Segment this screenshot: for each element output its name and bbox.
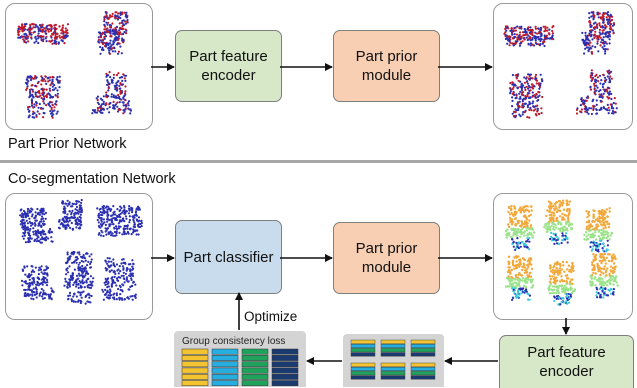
feature-tile-bar bbox=[410, 375, 436, 380]
loss-feature-bar bbox=[181, 373, 209, 380]
encoder-label-line1: Part feature bbox=[527, 344, 606, 361]
loss-feature-bar bbox=[241, 373, 269, 380]
loss-feature-bar bbox=[211, 348, 239, 355]
part-features-grid-panel bbox=[343, 334, 444, 387]
input-point-clouds-image bbox=[16, 11, 132, 119]
loss-feature-bar bbox=[241, 355, 269, 361]
section-divider bbox=[0, 160, 637, 163]
prior-label-line2: module bbox=[361, 259, 412, 276]
feature-tile-bar bbox=[380, 367, 406, 372]
feature-tile-bar bbox=[380, 352, 406, 357]
co-segmentation-network-caption: Co-segmentation Network bbox=[8, 171, 176, 187]
input-chairs-panel bbox=[5, 193, 153, 320]
feature-tile-bar bbox=[410, 339, 436, 344]
encoder-label-line2: encoder bbox=[539, 363, 594, 380]
part-prior-network-caption: Part Prior Network bbox=[8, 136, 127, 152]
loss-feature-bar bbox=[181, 355, 209, 361]
feature-tile-bar bbox=[350, 375, 376, 380]
feature-tile-bar bbox=[410, 367, 436, 372]
prior-label-line1: Part prior bbox=[355, 240, 418, 257]
feature-tile-bar bbox=[410, 352, 436, 357]
feature-tile-bar bbox=[410, 343, 436, 348]
prior-label-line1: Part prior bbox=[355, 48, 418, 65]
feature-tile-bar bbox=[380, 348, 406, 353]
loss-feature-bar bbox=[241, 367, 269, 374]
feature-tile-bar bbox=[350, 352, 376, 357]
loss-feature-bar bbox=[181, 380, 209, 387]
input-chairs-image bbox=[19, 198, 143, 305]
encoder-label-line1: Part feature bbox=[189, 48, 268, 65]
loss-feature-bar bbox=[271, 373, 299, 380]
classifier-label: Part classifier bbox=[183, 248, 274, 266]
segmented-chairs-panel bbox=[493, 193, 633, 320]
loss-feature-bar bbox=[211, 380, 239, 387]
loss-feature-bar bbox=[271, 348, 299, 355]
part-classifier-box: Part classifier bbox=[175, 220, 282, 294]
part-prior-module-box-bottom: Part prior module bbox=[333, 222, 440, 294]
feature-tile-bar bbox=[410, 371, 436, 376]
loss-feature-bar bbox=[211, 361, 239, 368]
feature-tile-bar bbox=[380, 371, 406, 376]
loss-feature-bar bbox=[271, 380, 299, 387]
loss-feature-bar bbox=[241, 348, 269, 355]
part-feature-tiles bbox=[350, 339, 436, 380]
prior-label-line2: module bbox=[361, 67, 412, 84]
loss-feature-bar bbox=[211, 367, 239, 374]
feature-tile-bar bbox=[350, 362, 376, 367]
part-prior-module-box-top: Part prior module bbox=[333, 30, 440, 102]
loss-feature-bar bbox=[181, 361, 209, 368]
loss-feature-bar bbox=[181, 367, 209, 374]
feature-tile-bar bbox=[380, 362, 406, 367]
loss-feature-bar bbox=[271, 367, 299, 374]
feature-tile-bar bbox=[350, 348, 376, 353]
feature-tile-bar bbox=[380, 343, 406, 348]
feature-tile-bar bbox=[380, 339, 406, 344]
output-point-clouds-image bbox=[503, 10, 618, 119]
feature-tile-bar bbox=[350, 339, 376, 344]
segmented-chairs-image bbox=[504, 199, 619, 306]
loss-feature-bar bbox=[211, 373, 239, 380]
feature-tile-bar bbox=[350, 371, 376, 376]
loss-feature-bar bbox=[271, 355, 299, 361]
optimize-label: Optimize bbox=[244, 309, 298, 324]
feature-tile-bar bbox=[350, 343, 376, 348]
loss-feature-bar bbox=[181, 348, 209, 355]
part-feature-encoder-box-bottom: Part feature encoder bbox=[499, 335, 634, 388]
input-shapes-panel bbox=[5, 3, 153, 130]
output-shapes-panel bbox=[493, 3, 633, 130]
group-consistency-loss-title: Group consistency loss bbox=[182, 336, 286, 347]
loss-feature-bar bbox=[271, 361, 299, 368]
feature-tile-bar bbox=[410, 362, 436, 367]
loss-feature-bar bbox=[241, 361, 269, 368]
loss-feature-bar bbox=[241, 380, 269, 387]
feature-tile-bar bbox=[380, 375, 406, 380]
feature-tile-bar bbox=[410, 348, 436, 353]
part-feature-encoder-box-top: Part feature encoder bbox=[175, 30, 282, 102]
loss-feature-columns bbox=[181, 348, 299, 387]
loss-feature-bar bbox=[211, 355, 239, 361]
feature-tile-bar bbox=[350, 367, 376, 372]
group-consistency-loss-panel: Group consistency loss bbox=[174, 331, 306, 387]
encoder-label-line2: encoder bbox=[201, 67, 256, 84]
